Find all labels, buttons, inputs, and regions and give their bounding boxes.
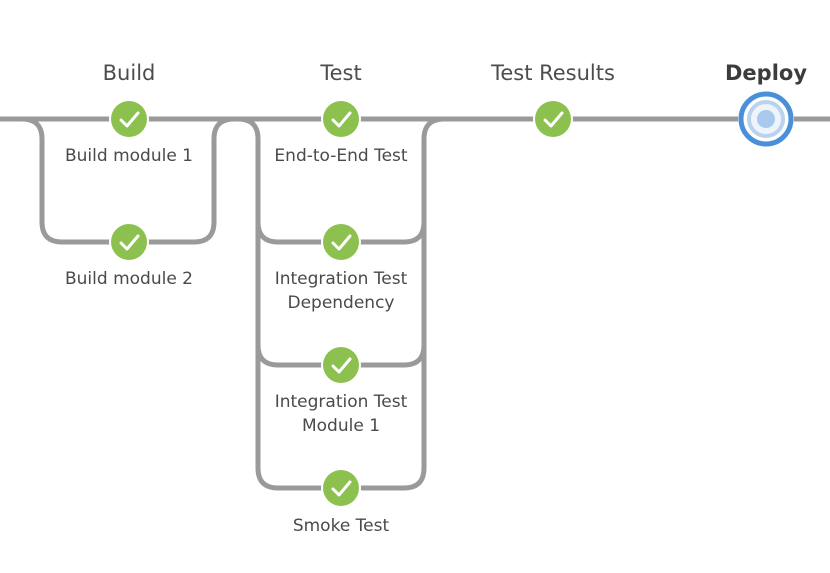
checkmark-icon — [533, 99, 573, 139]
node-build-module-2[interactable] — [109, 222, 149, 262]
branch-label-integration-test-dependency: Integration Test Dependency — [274, 269, 408, 313]
checkmark-icon — [321, 468, 361, 508]
node-build-module-1[interactable] — [109, 99, 149, 139]
branch-label-integration-test-module-1: Integration Test Module 1 — [274, 392, 408, 436]
test-branch-connector-left — [235, 116, 324, 491]
branch-label-end-to-end-test: End-to-End Test — [274, 146, 408, 166]
branch-label-build-module-2: Build module 2 — [64, 269, 194, 289]
checkmark-icon — [321, 345, 361, 385]
pipeline-connectors — [0, 116, 830, 491]
checkmark-icon — [321, 222, 361, 262]
checkmark-icon — [321, 99, 361, 139]
node-end-to-end-test[interactable] — [321, 99, 361, 139]
node-smoke-test[interactable] — [321, 468, 361, 508]
stage-title-test-results: Test Results — [491, 61, 615, 85]
branch-label-build-module-1: Build module 1 — [64, 146, 194, 166]
node-integration-test-dependency[interactable] — [321, 222, 361, 262]
node-test-results[interactable] — [533, 99, 573, 139]
branch-label-smoke-test: Smoke Test — [292, 516, 390, 536]
stage-title-build: Build — [102, 61, 156, 85]
node-integration-test-module-1[interactable] — [321, 345, 361, 385]
node-deploy[interactable] — [738, 91, 794, 147]
stage-title-deploy: Deploy — [724, 61, 808, 85]
test-branch-connector-right — [359, 116, 447, 491]
in-progress-ring-icon — [738, 91, 794, 147]
checkmark-icon — [109, 99, 149, 139]
checkmark-icon — [109, 222, 149, 262]
stage-title-test: Test — [320, 61, 362, 85]
